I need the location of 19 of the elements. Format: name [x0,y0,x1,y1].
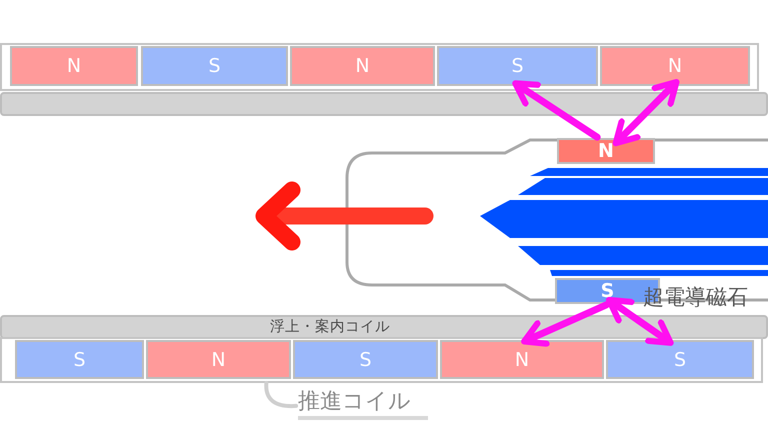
magnet-label: 超電導磁石 [643,284,749,311]
coil-block: S [293,340,438,379]
coil-block: S [15,340,144,379]
coil-block: S [437,46,598,86]
coil-block: N [10,46,138,86]
coil-block: N [600,46,750,86]
magnet-block: N [557,138,655,164]
rail-label: 浮上・案内コイル [270,318,391,337]
coil-block: N [440,340,604,379]
coil-block: S [141,46,288,86]
coil-label: 推進コイル [298,388,428,420]
arrow [512,80,601,141]
arrow [606,296,674,346]
arrow [521,301,610,347]
coil-block: N [146,340,291,379]
coil-block: S [606,340,754,379]
leader-line [264,380,298,408]
arrow [612,78,680,146]
coil-block: N [290,46,435,86]
